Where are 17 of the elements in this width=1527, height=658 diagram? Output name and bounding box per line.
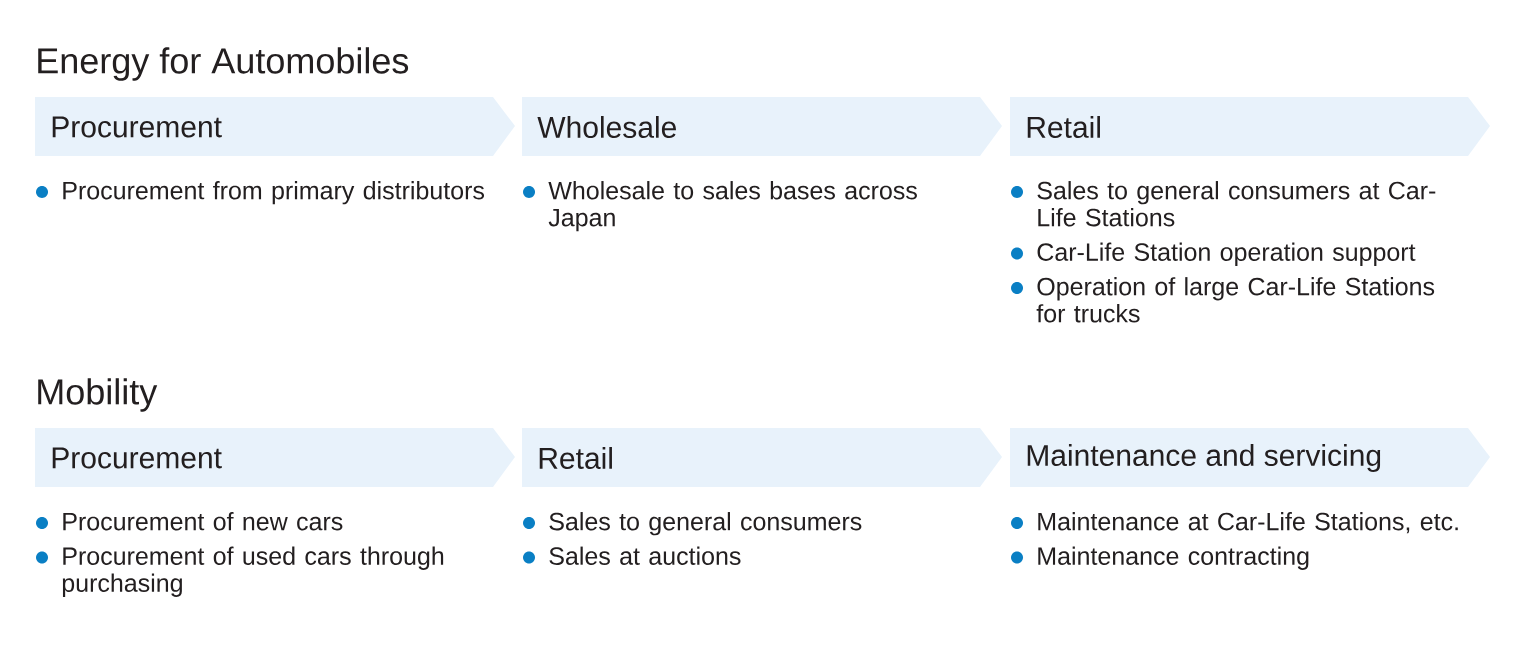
bullet-item: Maintenance at Car-Life Stations, etc. (1011, 512, 1458, 534)
chevron-band: Retail (1010, 97, 1490, 156)
bullet-item: Maintenance contracting (1011, 546, 1309, 570)
chevron-band: Wholesale (522, 97, 1002, 156)
bullet-item: Sales to general consumers (523, 512, 862, 536)
bullet-item: Sales to general consumers at Car-Life Stations (1011, 181, 1436, 227)
chevron-band: Procurement (35, 428, 515, 487)
bullet-item: Car-Life Station operation support (1011, 242, 1416, 266)
chevron-band: Maintenance and servicing (1010, 428, 1490, 487)
chevron-band: Procurement (35, 97, 515, 156)
bullet-item: Procurement of used cars through purchasing (36, 546, 444, 597)
chevron-band: Retail (522, 428, 1002, 487)
bullet-item: Operation of large Car-Life Stations for trucks (1011, 277, 1435, 323)
bullet-item: Procurement from primary distributors (36, 181, 485, 205)
bullet-item: Sales at auctions (523, 546, 741, 565)
bullet-item: Procurement of new cars (36, 512, 343, 531)
bullet-item: Wholesale to sales bases across Japan (523, 181, 917, 232)
